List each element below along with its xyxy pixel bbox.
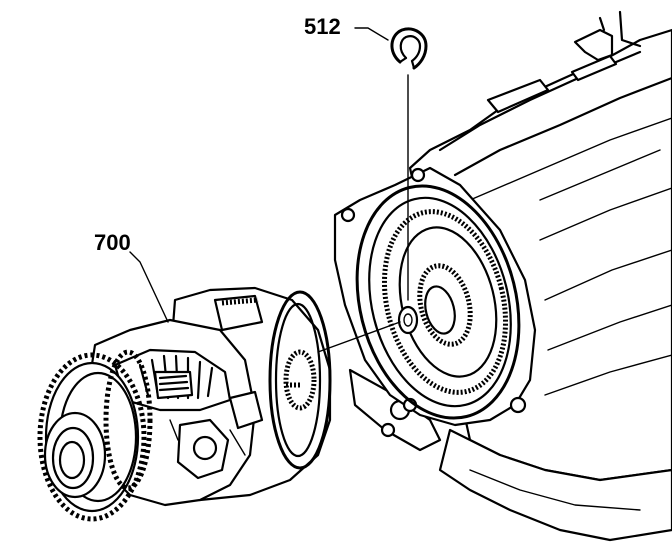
callout-700-leader <box>129 251 169 323</box>
snap-ring-512 <box>390 27 428 70</box>
callout-label-700: 700 <box>94 230 131 255</box>
assembly-alignment-line <box>317 321 401 353</box>
callout-label-512: 512 <box>304 14 341 39</box>
internal-ring-gear <box>381 209 509 395</box>
callout-512-leader <box>354 27 409 301</box>
differential-carrier-700 <box>37 286 332 522</box>
